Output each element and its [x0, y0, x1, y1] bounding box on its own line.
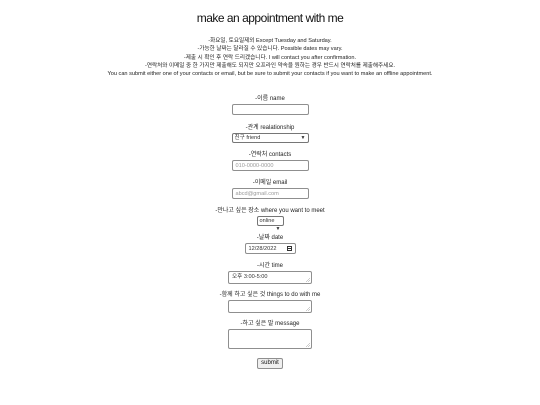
calendar-icon[interactable] — [286, 246, 292, 251]
date-input[interactable]: 12/28/2022 — [244, 243, 296, 254]
contacts-field-group: -연락처 contacts 010-0000-0000 — [0, 151, 540, 177]
contacts-input[interactable]: 010-0000-0000 — [231, 160, 309, 171]
relationship-select[interactable]: 친구 friend ▼ — [231, 133, 309, 143]
email-field-group: -이메일 email abcd@gmail.com — [0, 179, 540, 205]
date-field-group: -날짜 date 12/28/2022 — [0, 234, 540, 260]
relationship-selected-value: 친구 friend — [234, 135, 261, 141]
place-label: -만나고 싶은 장소 where you want to meet — [215, 208, 325, 214]
date-label: -날짜 date — [256, 235, 284, 241]
instructions: -화요일, 토요일제외 Except Tuesday and Saturday.… — [0, 37, 540, 78]
instruction-line: -연락처와 이메일 중 한 가지만 제출해도 되지만 오프라인 약속을 원하는 … — [144, 62, 396, 69]
resize-grip-icon[interactable] — [306, 278, 310, 282]
contacts-placeholder: 010-0000-0000 — [235, 163, 274, 169]
chevron-down-icon: ▼ — [275, 226, 281, 232]
name-field-group: -이름 name — [0, 95, 540, 121]
time-textarea[interactable]: 오후 3:00-5:00 — [228, 271, 312, 284]
contacts-label: -연락처 contacts — [248, 152, 292, 158]
time-placeholder: 오후 3:00-5:00 — [232, 274, 268, 280]
message-label: -하고 싶은 말 message — [240, 321, 300, 327]
chevron-down-icon: ▼ — [300, 135, 306, 141]
date-value: 12/28/2022 — [248, 246, 277, 252]
name-input[interactable] — [231, 104, 309, 115]
instruction-line: -제출 시 확인 후 연락 드리겠습니다. I will contact you… — [183, 54, 357, 61]
todo-textarea[interactable] — [228, 300, 312, 313]
email-label: -이메일 email — [252, 180, 288, 186]
email-input[interactable]: abcd@gmail.com — [231, 188, 309, 199]
resize-grip-icon[interactable] — [306, 307, 310, 311]
place-selected-value: online — [259, 218, 275, 224]
place-select[interactable]: online ▼ — [256, 216, 284, 232]
todo-label: -함께 하고 싶은 것 things to do with me — [219, 292, 321, 298]
page-title: make an appointment with me — [196, 11, 344, 25]
time-label: -시간 time — [256, 263, 284, 269]
message-field-group: -하고 싶은 말 message — [0, 320, 540, 349]
relationship-field-group: -관계 realationship 친구 friend ▼ — [0, 124, 540, 150]
instruction-line: You can submit either one of your contac… — [107, 71, 433, 78]
relationship-label: -관계 realationship — [245, 125, 295, 131]
name-label: -이름 name — [255, 96, 285, 102]
resize-grip-icon[interactable] — [306, 343, 310, 347]
place-field-group: -만나고 싶은 장소 where you want to meet online… — [0, 207, 540, 233]
todo-field-group: -함께 하고 싶은 것 things to do with me — [0, 291, 540, 317]
instruction-line: -화요일, 토요일제외 Except Tuesday and Saturday. — [208, 38, 332, 44]
time-field-group: -시간 time 오후 3:00-5:00 — [0, 262, 540, 288]
email-placeholder: abcd@gmail.com — [235, 191, 279, 197]
submit-button[interactable]: submit — [257, 358, 283, 369]
message-textarea[interactable] — [228, 329, 312, 349]
instruction-line: -가능한 날짜는 달라질 수 있습니다. Possible dates may … — [197, 46, 343, 53]
